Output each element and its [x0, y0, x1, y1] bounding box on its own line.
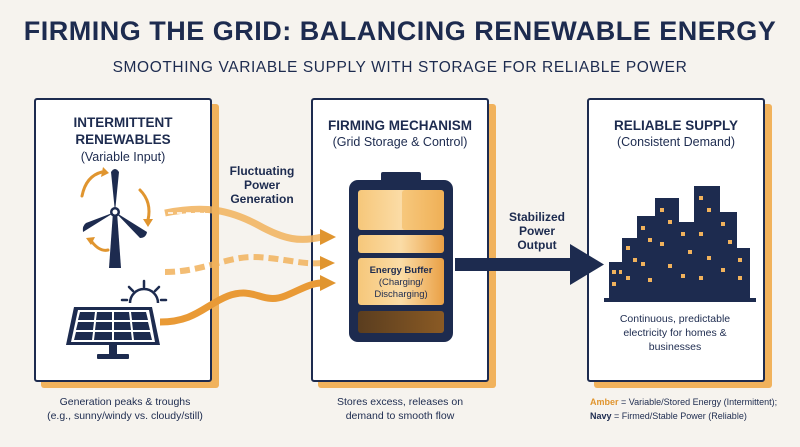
panel-supply-subtitle: (Consistent Demand) — [616, 135, 736, 149]
city-windows — [612, 196, 742, 286]
panel-renewables-subtitle: (Variable Input) — [80, 150, 166, 164]
firming-note: Stores excess, releases on demand to smo… — [336, 396, 464, 422]
panel-firming-subtitle: (Grid Storage & Control) — [332, 135, 468, 149]
battery-label-line2: (Charging/ — [379, 277, 424, 288]
panel-renewables-title: INTERMITTENT RENEWABLES — [73, 115, 173, 147]
fluctuating-flow-arrows — [159, 205, 336, 326]
page-title: FIRMING THE GRID: BALANCING RENEWABLE EN… — [23, 16, 777, 46]
legend-navy: Navy = Firmed/Stable Power (Reliable) — [590, 411, 747, 421]
solar-panel-icon — [66, 307, 160, 359]
battery-label-title: Energy Buffer — [370, 265, 433, 276]
legend-amber: Amber = Variable/Stored Energy (Intermit… — [590, 397, 778, 407]
stabilized-output-label: Stabilized Power Output — [508, 210, 565, 252]
supply-note: Continuous, predictable electricity for … — [619, 313, 731, 353]
wind-turbine-icon — [80, 167, 153, 268]
battery-icon — [349, 172, 453, 342]
page-subtitle: SMOOTHING VARIABLE SUPPLY WITH STORAGE F… — [112, 59, 688, 76]
panel-renewables: INTERMITTENT RENEWABLES (Variable Input) — [34, 98, 212, 382]
battery-label-line3: Discharging) — [374, 289, 427, 300]
color-legend: Amber = Variable/Stored Energy (Intermit… — [590, 395, 795, 423]
panel-firming-title: FIRMING MECHANISM — [328, 118, 472, 133]
panel-supply-title: RELIABLE SUPPLY — [613, 118, 739, 133]
renewables-note: Generation peaks & troughs (e.g., sunny/… — [47, 396, 203, 422]
city-skyline-icon — [604, 186, 756, 302]
fluctuating-power-label: Fluctuating Power Generation — [229, 164, 295, 206]
sun-icon — [120, 279, 168, 304]
stabilized-output-arrow — [455, 244, 604, 285]
